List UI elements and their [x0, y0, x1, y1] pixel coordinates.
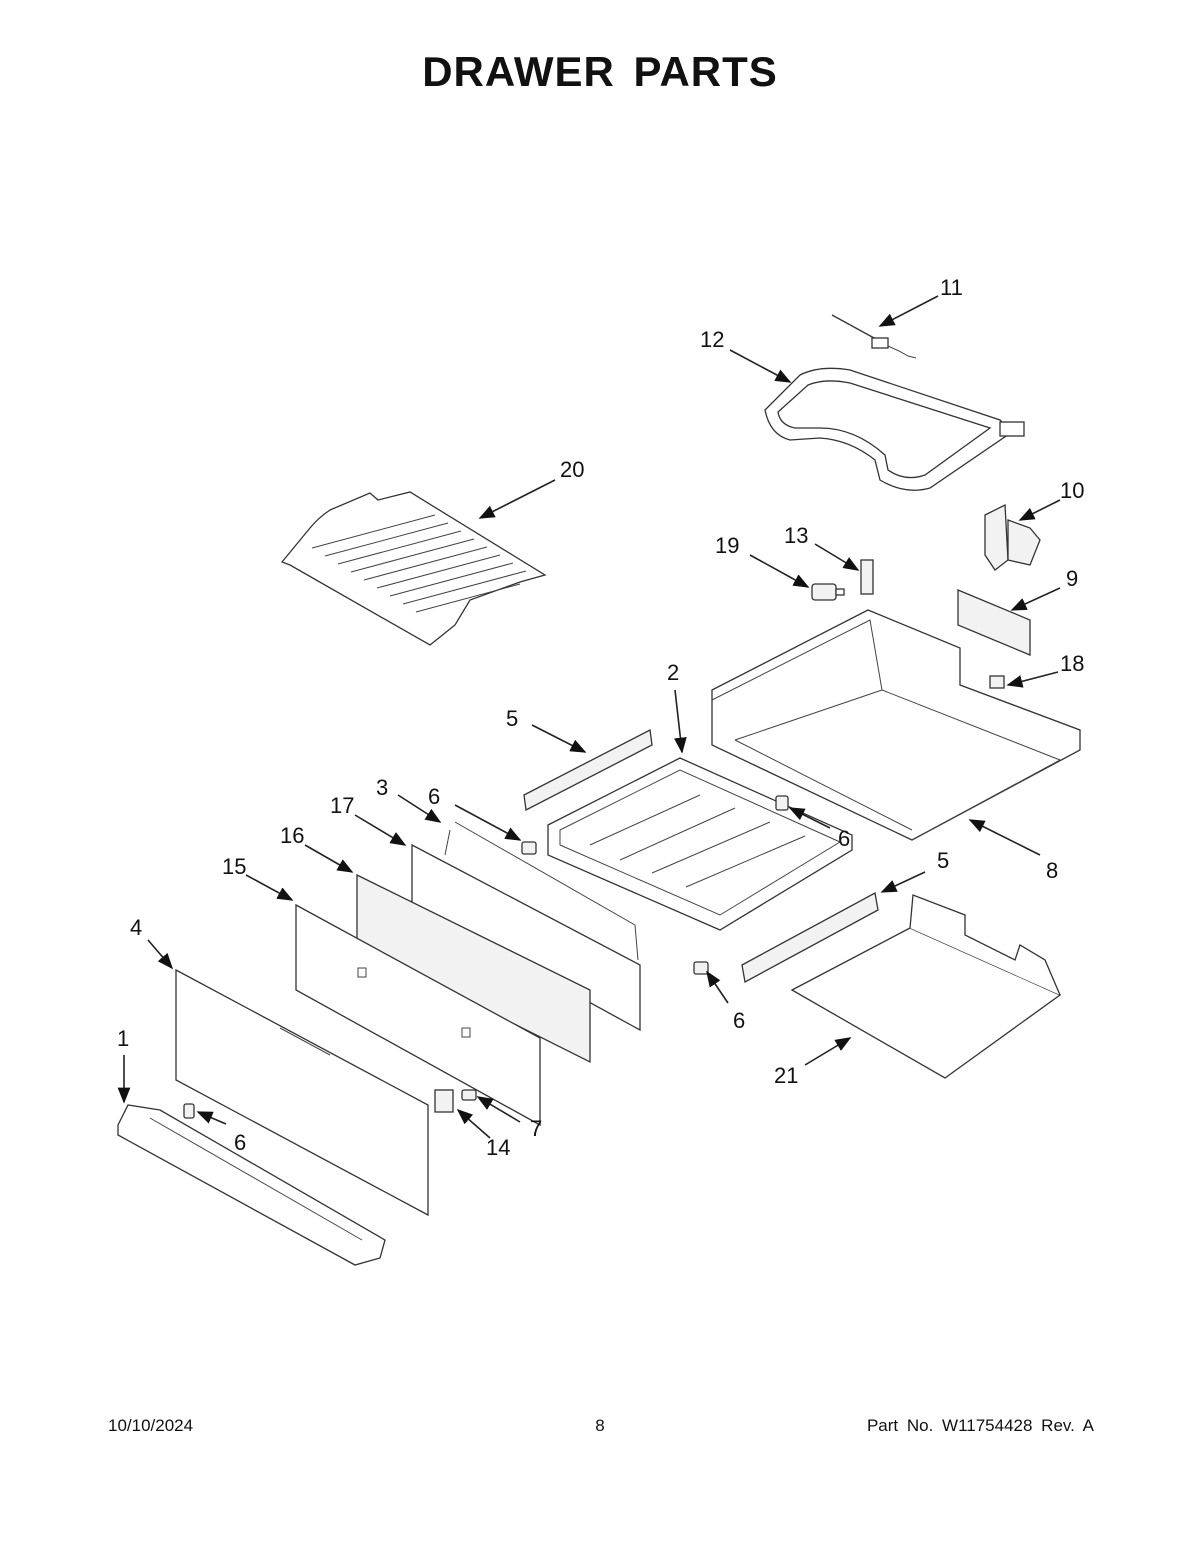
- callout-6-right-bottom: 6: [733, 1008, 745, 1033]
- callout-21: 21: [774, 1063, 798, 1088]
- callout-13: 13: [784, 523, 808, 548]
- callout-5-right: 5: [937, 848, 949, 873]
- part-6-screw-c: [693, 961, 709, 975]
- part-3-gasket: [444, 821, 639, 961]
- part-6-screw-a: [521, 841, 537, 855]
- part-1-handle: [117, 1104, 386, 1266]
- callout-18: 18: [1060, 651, 1084, 676]
- part-7-screw: [461, 1089, 477, 1101]
- callout-3: 3: [376, 775, 388, 800]
- callout-8: 8: [1046, 858, 1058, 883]
- part-16-insulation: [356, 873, 591, 1064]
- callout-15: 15: [222, 854, 246, 879]
- footer-page-number: 8: [595, 1416, 605, 1435]
- part-5-slide-right: [741, 891, 879, 984]
- callout-12: 12: [700, 327, 724, 352]
- part-19-screw: [811, 583, 845, 601]
- part-4-outer-door: [175, 968, 429, 1217]
- callout-19: 19: [715, 533, 739, 558]
- part-9-bracket: [957, 589, 1031, 656]
- callout-14: 14: [486, 1135, 510, 1160]
- part-10-bracket: [984, 503, 1041, 571]
- callout-7: 7: [530, 1116, 542, 1141]
- part-8-drawer-housing: [711, 609, 1081, 841]
- part-15-liner: [295, 903, 541, 1127]
- callout-11: 11: [940, 275, 963, 300]
- part-13-clip: [860, 559, 874, 595]
- callout-4: 4: [130, 915, 142, 940]
- page-title: DRAWER PARTS: [422, 48, 778, 95]
- part-5-slide-left: [523, 728, 653, 812]
- footer-date: 10/10/2024: [108, 1416, 194, 1435]
- callout-20: 20: [560, 457, 584, 482]
- callout-9: 9: [1066, 566, 1078, 591]
- callout-2: 2: [667, 660, 679, 685]
- leader-lines: [117, 295, 1061, 1139]
- callout-16: 16: [280, 823, 304, 848]
- callout-5-left: 5: [506, 706, 518, 731]
- part-18-clip: [989, 675, 1005, 689]
- part-21-pan: [790, 894, 1062, 1079]
- part-6-screw-b: [775, 795, 789, 811]
- callout-6-right-top: 6: [838, 826, 850, 851]
- callout-10: 10: [1060, 478, 1084, 503]
- callout-1: 1: [117, 1026, 129, 1051]
- part-14-washer: [434, 1089, 454, 1113]
- footer-part-number: Part No. W11754428 Rev. A: [866, 1416, 1094, 1435]
- part-17-inner-panel: [411, 843, 641, 1032]
- callout-6-door: 6: [234, 1130, 246, 1155]
- part-20-rack: [280, 491, 547, 646]
- part-11-sensor: [831, 314, 917, 359]
- callout-17: 17: [330, 793, 354, 818]
- part-6-screw-d: [183, 1103, 195, 1119]
- part-12-heating-element: [764, 367, 1025, 491]
- callout-6-tray: 6: [428, 784, 440, 809]
